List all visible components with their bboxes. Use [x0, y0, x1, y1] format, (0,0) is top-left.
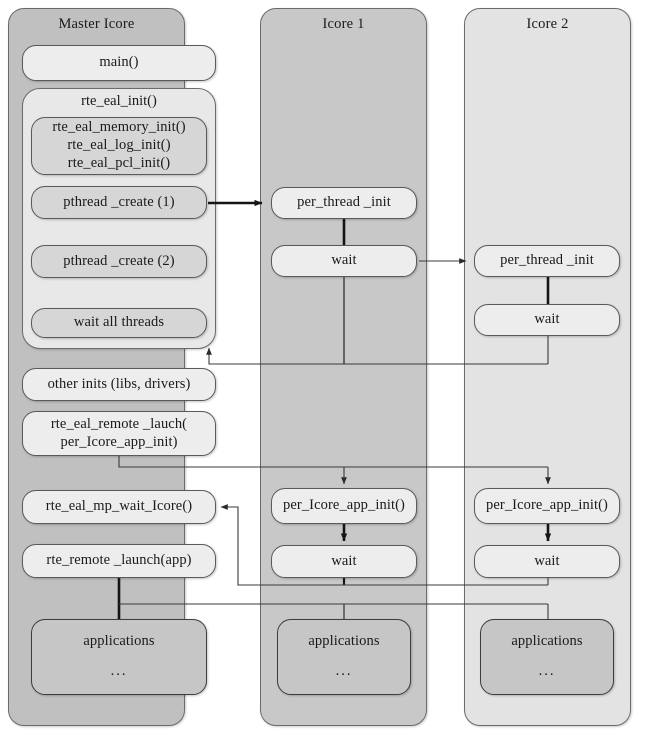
node-rte-eal-mp-wait-lcore-line-0: rte_eal_mp_wait_Icore(): [45, 498, 193, 515]
node-wait-2-line-0: wait: [331, 552, 357, 569]
node-rte-eal-init-label: rte_eal_init(): [81, 93, 157, 109]
node-per-thread-init-1-line-0: per_thread _init: [297, 194, 391, 211]
node-applications-lcore1-line-1: ...: [335, 663, 353, 679]
node-rte-eal-remote-launch: rte_eal_remote _lauch( per_Icore_app_ini…: [22, 411, 216, 456]
node-per-lcore-app-init-1: per_Icore_app_init(): [271, 488, 417, 524]
column-label-lcore-2: Icore 2: [526, 16, 569, 32]
node-applications-master: applications ...: [31, 619, 207, 695]
connector-waits-to-mp-wait-lcore: [220, 504, 548, 586]
node-rte-eal-mp-wait-lcore: rte_eal_mp_wait_Icore(): [22, 490, 216, 524]
node-rte-eal-remote-launch-line-1: per_Icore_app_init): [60, 433, 178, 450]
node-rte-eal-remote-launch-line-0: rte_eal_remote _lauch(: [50, 415, 188, 432]
node-pthread-create-2: pthread _create (2): [31, 245, 207, 278]
node-applications-lcore2-line-0: applications: [511, 633, 583, 650]
node-applications-lcore1-line-0: applications: [308, 633, 380, 650]
column-lcore-2: [464, 8, 631, 726]
node-wait-all-threads: wait all threads: [31, 308, 207, 338]
connector-remote-launch-bus: [118, 456, 548, 468]
node-per-lcore-app-init-2: per_Icore_app_init(): [474, 488, 620, 524]
node-wait-3: wait: [474, 304, 620, 336]
node-applications-lcore2: applications ...: [480, 619, 614, 695]
node-wait-all-threads-line-0: wait all threads: [73, 314, 165, 331]
column-label-lcore-1: Icore 1: [322, 16, 365, 32]
node-applications-lcore1: applications ...: [277, 619, 411, 695]
node-other-inits-line-0: other inits (libs, drivers): [47, 375, 191, 392]
node-per-lcore-app-init-1-line-0: per_Icore_app_init(): [283, 497, 405, 514]
node-rte-remote-launch-app: rte_remote _launch(app): [22, 544, 216, 578]
column-label-master-lcore: Master Icore: [58, 16, 135, 32]
node-eal-sub-inits: rte_eal_memory_init() rte_eal_log_init()…: [31, 117, 207, 175]
node-pthread-create-2-line-0: pthread _create (2): [63, 252, 175, 269]
node-wait-1: wait: [271, 245, 417, 277]
node-eal-sub-inits-line-2: rte_eal_pcl_init(): [67, 154, 171, 171]
node-wait-4-line-0: wait: [534, 552, 560, 569]
node-applications-lcore2-line-1: ...: [538, 663, 556, 679]
node-pthread-create-1: pthread _create (1): [31, 186, 207, 219]
node-wait-4: wait: [474, 545, 620, 578]
node-wait-1-line-0: wait: [331, 252, 357, 269]
node-wait-2: wait: [271, 545, 417, 578]
node-eal-sub-inits-line-1: rte_eal_log_init(): [67, 137, 171, 154]
node-rte-remote-launch-app-line-0: rte_remote _launch(app): [46, 552, 192, 569]
node-wait-3-line-0: wait: [534, 311, 560, 328]
node-eal-sub-inits-line-0: rte_eal_memory_init(): [52, 119, 186, 136]
node-per-thread-init-1: per_thread _init: [271, 187, 417, 219]
node-applications-master-line-0: applications: [83, 633, 155, 650]
node-other-inits: other inits (libs, drivers): [22, 368, 216, 401]
connector-return-bus-to-wait-all-threads: [206, 347, 548, 365]
node-per-thread-init-2-line-0: per_thread _init: [500, 252, 594, 269]
node-main: main(): [22, 45, 216, 81]
node-pthread-create-1-line-0: pthread _create (1): [63, 193, 175, 210]
node-per-lcore-app-init-2-line-0: per_Icore_app_init(): [486, 497, 608, 514]
node-main-line-0: main(): [99, 54, 139, 71]
node-applications-master-line-1: ...: [110, 663, 128, 679]
node-per-thread-init-2: per_thread _init: [474, 245, 620, 277]
